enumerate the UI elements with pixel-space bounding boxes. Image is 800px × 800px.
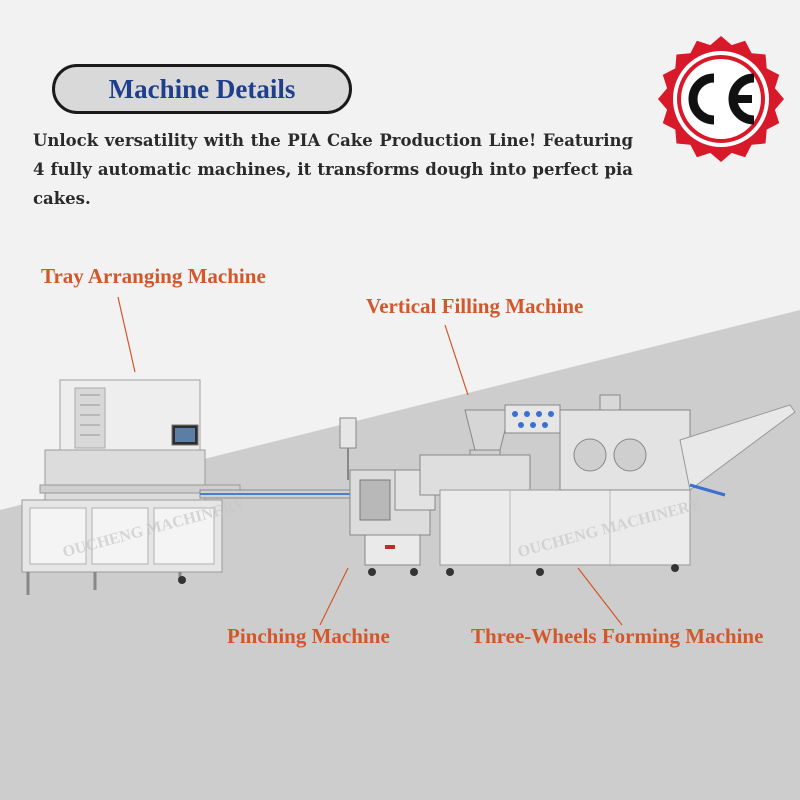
intro-paragraph: Unlock versatility with the PIA Cake Pro… (33, 131, 633, 208)
vertical-filling-machine (419, 404, 561, 496)
label-tray-arranging-machine: Tray Arranging Machine (41, 264, 266, 288)
label-vertical-filling-machine: Vertical Filling Machine (366, 294, 584, 318)
section-title: Machine Details (108, 73, 296, 104)
tray-arranging-machine (21, 379, 241, 595)
three-wheels-forming-machine (439, 394, 796, 576)
section-title-pill: Machine Details (52, 64, 352, 114)
pinching-machine (339, 417, 436, 576)
transfer-conveyor (199, 489, 361, 499)
label-three-wheels-forming-machine: Three-Wheels Forming Machine (471, 624, 764, 648)
label-pinching-machine: Pinching Machine (227, 624, 390, 648)
